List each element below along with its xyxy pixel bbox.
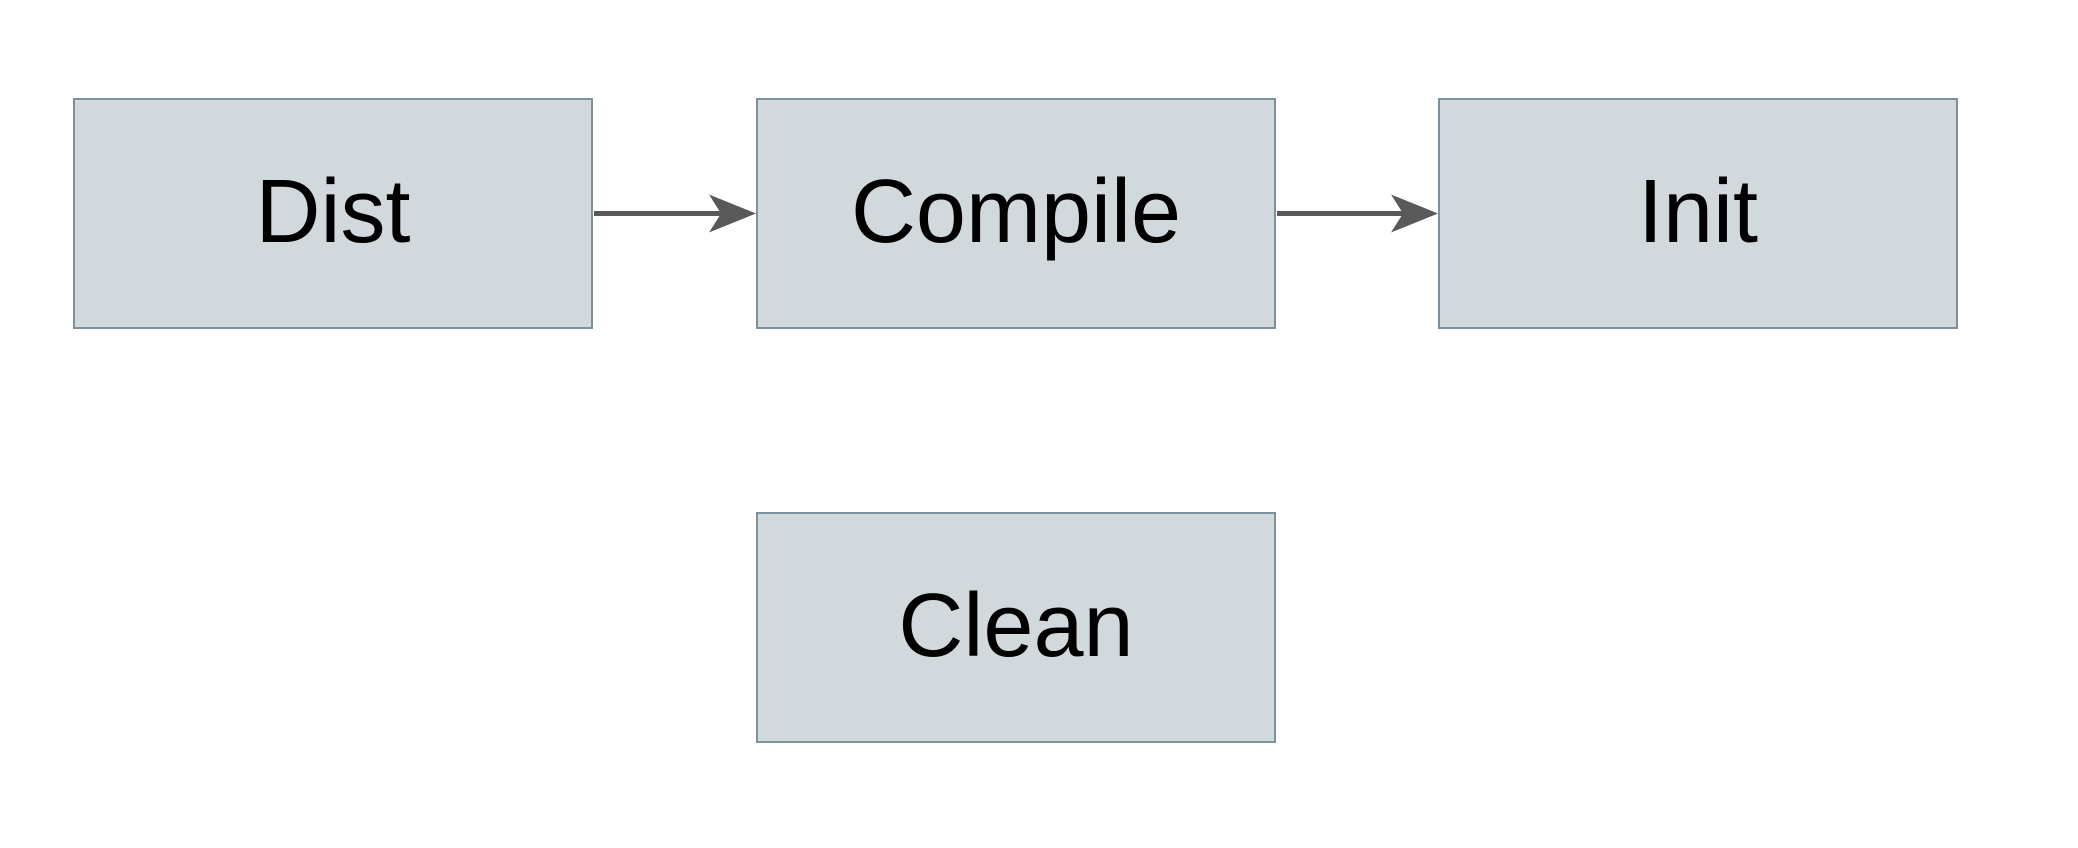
arrow-dist-to-compile-icon — [594, 194, 756, 233]
node-dist-label: Dist — [255, 161, 411, 262]
node-compile-label: Compile — [850, 161, 1182, 262]
arrow-compile-to-init-icon — [1277, 194, 1438, 233]
node-init-label: Init — [1637, 161, 1759, 262]
node-dist: Dist — [73, 98, 593, 329]
node-compile: Compile — [756, 98, 1276, 329]
node-clean: Clean — [756, 512, 1276, 743]
node-init: Init — [1438, 98, 1958, 329]
node-clean-label: Clean — [898, 575, 1134, 676]
